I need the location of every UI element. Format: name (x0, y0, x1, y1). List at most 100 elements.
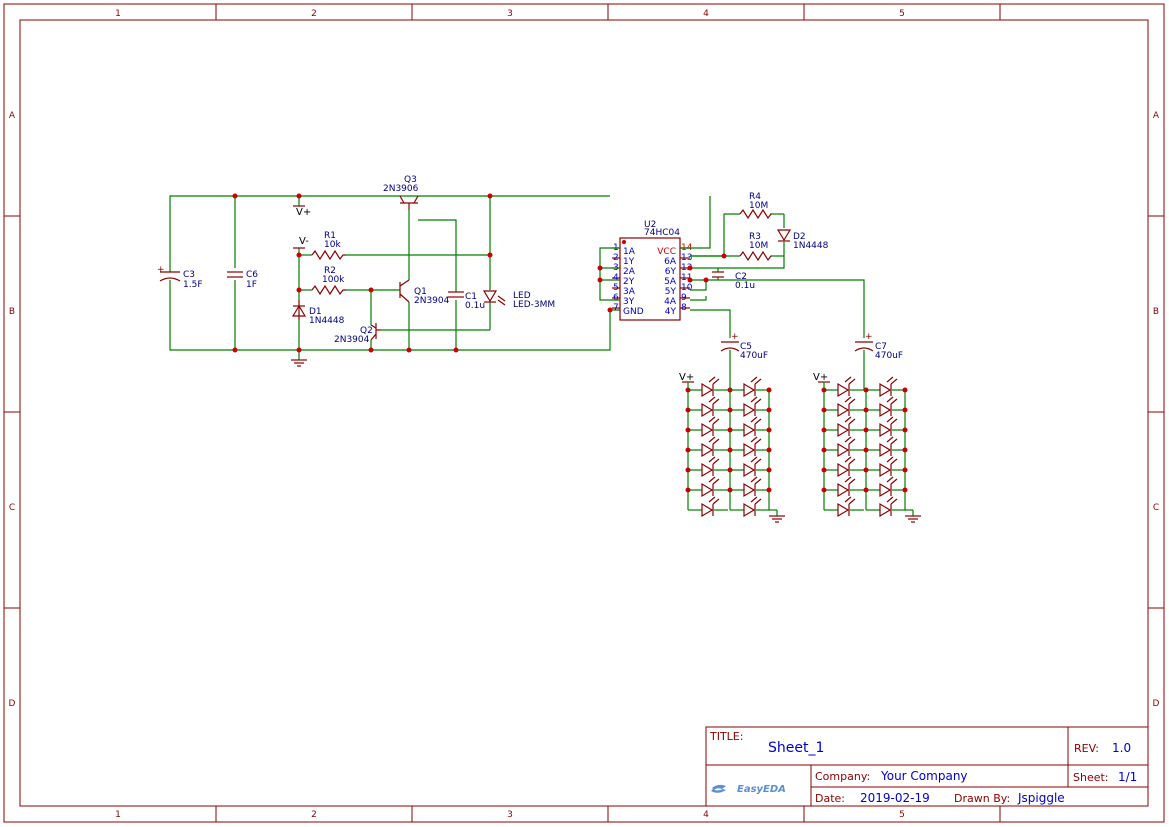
u2-pin-number: 5 (613, 283, 619, 293)
u2-pin-name: 3Y (623, 297, 635, 307)
capacitor-c7: + C7 470uF (854, 332, 903, 361)
array-led (824, 376, 864, 398)
rev-label: REV: (1074, 742, 1099, 755)
u2-pin-number: 9 (681, 293, 687, 303)
diode-d1: D1 1N4448 (291, 300, 345, 326)
c7-value: 470uF (875, 351, 903, 361)
u2-pin-name: 6A (664, 257, 677, 267)
r3-value: 10M (749, 241, 768, 251)
resistor-r1: R1 10k (311, 231, 346, 261)
array-led (866, 456, 906, 478)
c5-ref: C5 (740, 342, 752, 352)
array-led (688, 396, 728, 418)
led-array-right-vplus: V+ (813, 372, 828, 383)
array-led (730, 436, 770, 458)
r4-value: 10M (749, 201, 768, 211)
array-led (824, 396, 864, 418)
c1-ref: C1 (465, 292, 477, 302)
c2-value: 0.1u (735, 281, 755, 291)
capacitor-c1: C1 0.1u (448, 291, 485, 311)
u2-pin-number: 2 (613, 253, 619, 263)
capacitor-c5: + C5 470uF (720, 332, 768, 361)
u2-pin-name: 4Y (665, 307, 677, 317)
r3-ref: R3 (749, 232, 761, 242)
drawn-by-label: Drawn By: (954, 792, 1010, 805)
c6-ref: C6 (246, 270, 258, 280)
frame-col-3-top: 3 (507, 9, 513, 19)
transistor-q3: Q3 2N3906 (383, 175, 419, 210)
frame-col-2-top: 2 (311, 9, 317, 19)
q2-value: 2N3904 (334, 335, 370, 345)
q1-ref: Q1 (414, 287, 427, 297)
digital-junctions (597, 253, 727, 283)
drawing-frame: 1 2 3 4 5 1 2 3 4 5 A B C D A B C D (3, 3, 1165, 823)
c3-value: 1.5F (183, 280, 203, 290)
array-led (688, 416, 728, 438)
u2-pin-name: 4A (664, 297, 677, 307)
array-led (824, 436, 864, 458)
u2-pin-name: 5Y (665, 287, 677, 297)
array-led (824, 496, 864, 518)
array-led (824, 476, 864, 498)
u2-pin-name: 2Y (623, 277, 635, 287)
led-value: LED-3MM (513, 300, 555, 310)
title-label: TITLE: (709, 730, 743, 743)
capacitor-c6: C6 1F (227, 270, 258, 290)
company-label: Company: (815, 770, 870, 783)
led-array-left-vplus: V+ (679, 372, 694, 383)
array-led (866, 396, 906, 418)
title-block: TITLE: Sheet_1 REV: 1.0 Company: Your Co… (705, 726, 1149, 807)
vplus-label: V+ (296, 207, 311, 218)
frame-row-a-right: A (1153, 111, 1160, 121)
c2-ref: C2 (735, 272, 747, 282)
resistor-r4: R4 10M (739, 192, 772, 220)
led-array-left: V+ (679, 372, 785, 523)
u2-pin-number: 13 (681, 253, 692, 263)
array-led (730, 456, 770, 478)
title-value: Sheet_1 (768, 740, 824, 756)
rev-value: 1.0 (1112, 741, 1131, 755)
sheet-value: 1/1 (1118, 770, 1137, 784)
company-value: Your Company (880, 769, 968, 783)
r1-ref: R1 (324, 231, 336, 241)
d1-value: 1N4448 (309, 316, 345, 326)
array-led (688, 456, 728, 478)
frame-col-2-bottom: 2 (311, 810, 317, 820)
c1-value: 0.1u (465, 301, 485, 311)
u2-pin-number: 4 (613, 273, 619, 283)
array-led (866, 376, 906, 398)
frame-col-4-bottom: 4 (703, 810, 709, 820)
u2-wires (599, 196, 865, 386)
u2-pin-number: 6 (613, 293, 619, 303)
q3-value: 2N3906 (383, 184, 419, 194)
r2-value: 100k (322, 275, 345, 285)
diode-d2: D2 1N4448 (776, 229, 829, 251)
c6-value: 1F (246, 280, 257, 290)
sheet-label: Sheet: (1073, 771, 1109, 784)
analog-wires (169, 195, 620, 360)
frame-row-b-right: B (1153, 307, 1159, 317)
u2-value: 74HC04 (644, 228, 680, 238)
u2-pin-number: 7 (613, 303, 619, 313)
frame-row-c-left: C (9, 503, 15, 513)
transistor-q1: Q1 2N3904 (399, 279, 450, 306)
frame-row-d-left: D (9, 699, 16, 709)
svg-text:+: + (731, 332, 739, 342)
r1-value: 10k (324, 240, 341, 250)
array-led (730, 416, 770, 438)
ground-left (291, 359, 307, 367)
array-led (866, 476, 906, 498)
array-led (824, 456, 864, 478)
c7-ref: C7 (875, 342, 887, 352)
resistor-r3: R3 10M (739, 232, 772, 262)
vminus-label: V- (299, 236, 309, 247)
svg-text:+: + (865, 332, 873, 342)
u2-pin-number: 10 (681, 283, 693, 293)
d1-ref: D1 (309, 307, 322, 317)
capacitor-c2: C2 0.1u (712, 271, 755, 291)
led-indicator: LED LED-3MM (482, 290, 555, 310)
resistor-r2: R2 100k (311, 266, 346, 296)
array-led (866, 416, 906, 438)
array-led (824, 416, 864, 438)
frame-col-5-bottom: 5 (899, 810, 905, 820)
